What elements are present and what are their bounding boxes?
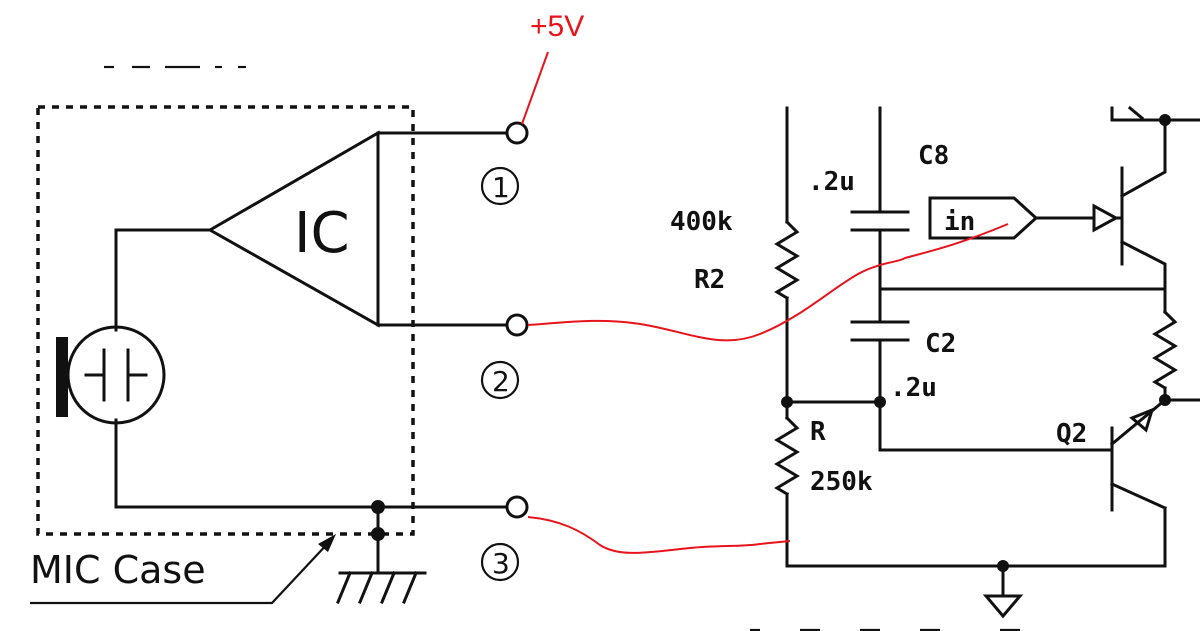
case-ground-symbol: [336, 500, 427, 604]
r2-value: 400k: [670, 207, 733, 237]
mic-case-boundary: [36, 105, 415, 536]
supply-voltage-label: +5V: [530, 10, 584, 43]
terminal-1: [505, 121, 529, 145]
terminal-3: [505, 495, 529, 519]
terminal-1-badge: 1: [480, 166, 520, 206]
c8-name: C8: [918, 141, 949, 171]
c2-value: .2u: [890, 373, 937, 403]
svg-text:1: 1: [492, 171, 510, 204]
microphone-capsule: [56, 325, 166, 425]
r2-name: R2: [694, 265, 725, 295]
c2-name: C2: [925, 329, 956, 359]
q2-name: Q2: [1056, 419, 1087, 449]
r-value: 250k: [810, 467, 873, 497]
input-connector: in: [928, 196, 1039, 240]
terminal-3-badge: 3: [480, 542, 520, 582]
r-name: R: [810, 417, 826, 447]
transistor-q2: [1109, 397, 1168, 512]
input-label: in: [944, 207, 975, 237]
terminal-2-badge: 2: [480, 360, 520, 400]
red-wire-terminal-3: [527, 516, 791, 554]
circuit-ground-symbol: [982, 560, 1024, 619]
supply-annotation-line: [521, 51, 549, 125]
svg-text:3: 3: [492, 547, 510, 580]
capacitor-c2: [850, 320, 910, 342]
ic-amplifier: IC: [206, 130, 380, 328]
resistor-right: [1152, 309, 1178, 391]
ic-label: IC: [294, 201, 350, 266]
c8-value: .2u: [808, 167, 855, 197]
resistor-r2: [774, 219, 800, 301]
capacitor-c8: [850, 210, 910, 232]
svg-text:2: 2: [492, 365, 510, 398]
transistor-upper: [1110, 105, 1200, 291]
terminal-2: [505, 313, 529, 337]
resistor-r: [774, 415, 800, 497]
mic-case-label: MIC Case: [30, 548, 206, 592]
red-wire-terminal-2: [527, 223, 1009, 342]
